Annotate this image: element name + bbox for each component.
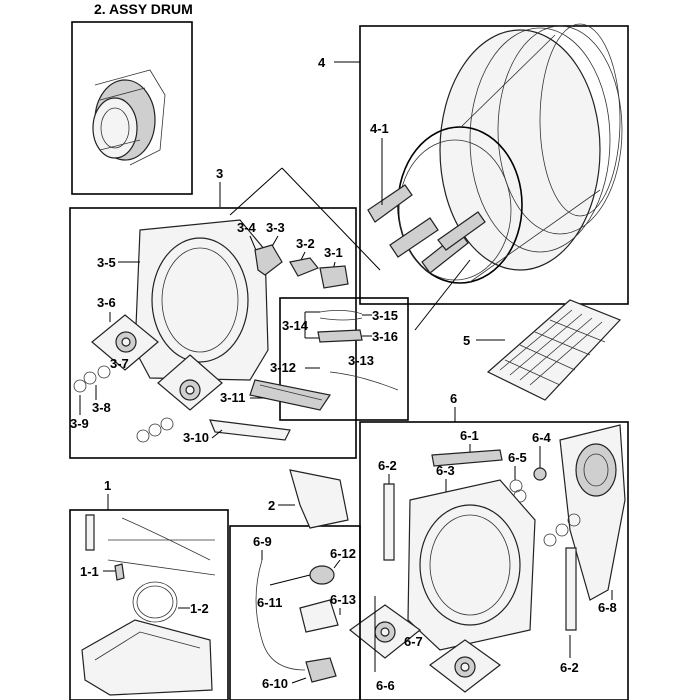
label-3-4: 3-4: [237, 220, 257, 235]
label-6-11: 6-11: [257, 595, 282, 610]
label-4-1: 4-1: [370, 121, 389, 136]
label-3-13: 3-13: [348, 353, 374, 368]
label-3-10: 3-10: [183, 430, 209, 445]
label-6: 6: [450, 391, 457, 406]
label-3-14: 3-14: [282, 318, 309, 333]
label-3-11: 3-11: [220, 390, 245, 405]
group-1-duct: 1-1 1-2: [69, 509, 229, 700]
label-6-13: 6-13: [330, 592, 356, 607]
label-6-9: 6-9: [253, 534, 272, 549]
label-3-3: 3-3: [266, 220, 285, 235]
label-3-5: 3-5: [97, 255, 116, 270]
label-3: 3: [216, 166, 223, 181]
label-6-5: 6-5: [508, 450, 527, 465]
label-3-6: 3-6: [97, 295, 116, 310]
diagram-title: 2. ASSY DRUM: [94, 1, 193, 17]
label-4: 4: [318, 55, 326, 70]
group-3-front-assy: 3-5 3-4 3-3 3-2 3-1 3-14 3-15 3-16 3-13 …: [69, 207, 409, 459]
label-3-7: 3-7: [110, 356, 129, 371]
thumbnail-overview: [71, 21, 193, 195]
label-6-7: 6-7: [404, 634, 423, 649]
label-3-2: 3-2: [296, 236, 315, 251]
label-3-9: 3-9: [70, 416, 89, 431]
group-2-part: 2 6-9 6-11 6-12 6-13 6-10: [229, 469, 361, 700]
label-2: 2: [268, 498, 275, 513]
group-6-rear-assy: 6-1 6-4 6-5 6-2 6-3 6-8 6-2 6: [349, 421, 629, 700]
label-6-2-top: 6-2: [378, 458, 397, 473]
label-6-6: 6-6: [376, 678, 395, 693]
label-5: 5: [463, 333, 470, 348]
label-3-12: 3-12: [270, 360, 296, 375]
label-3-16: 3-16: [372, 329, 398, 344]
label-1: 1: [104, 478, 111, 493]
label-6-10: 6-10: [262, 676, 288, 691]
label-1-1: 1-1: [80, 564, 99, 579]
group-4-drum: 4 4-1: [318, 23, 629, 305]
label-3-15: 3-15: [372, 308, 398, 323]
label-6-1: 6-1: [460, 428, 479, 443]
label-3-8: 3-8: [92, 400, 111, 415]
label-6-3: 6-3: [436, 463, 455, 478]
label-6-4: 6-4: [532, 430, 552, 445]
label-6-12: 6-12: [330, 546, 356, 561]
label-6-2-bottom: 6-2: [560, 660, 579, 675]
label-1-2: 1-2: [190, 601, 209, 616]
group-5-filter: 5: [463, 299, 622, 401]
label-3-1: 3-1: [324, 245, 343, 260]
label-6-8: 6-8: [598, 600, 617, 615]
